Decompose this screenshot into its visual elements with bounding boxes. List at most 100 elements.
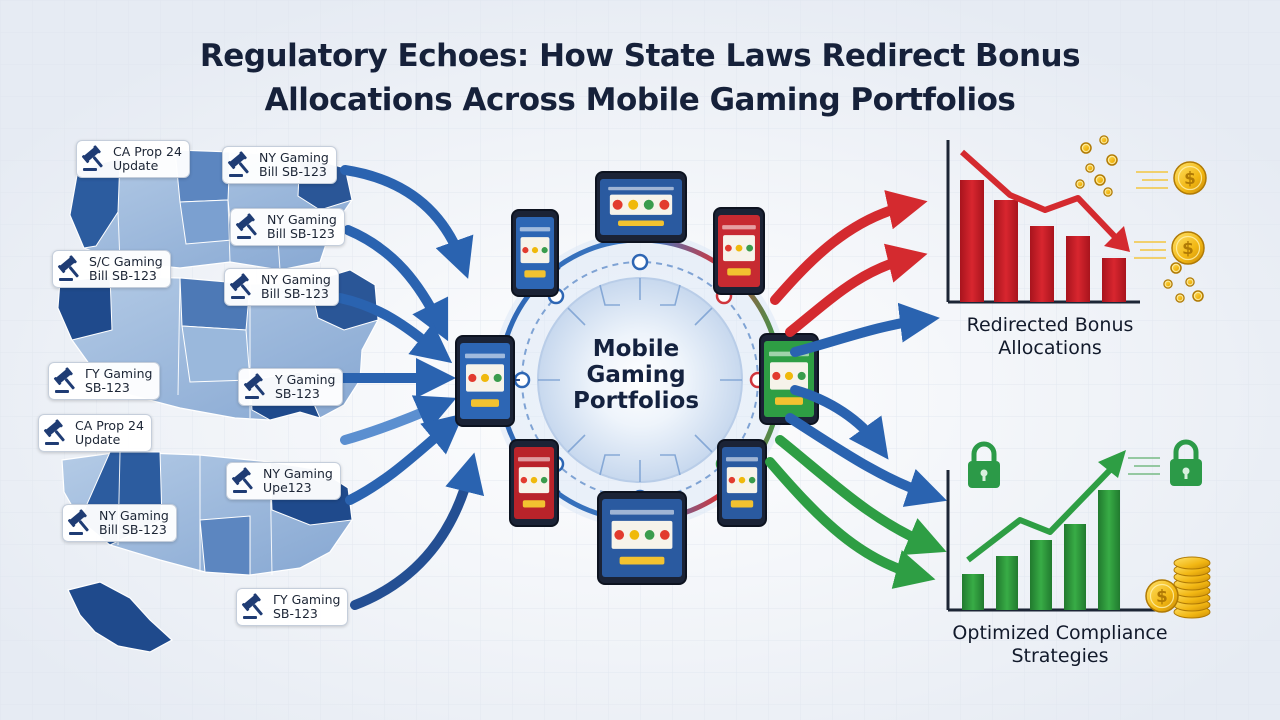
law-label-line-2: Update	[75, 432, 121, 447]
law-label-line-2: Update	[113, 158, 159, 173]
outbound-arrow-red-1	[770, 190, 928, 305]
law-label-line-2: Bill SB-123	[99, 522, 167, 537]
outbound-arrow-blue-1	[790, 302, 940, 357]
phone-device	[511, 209, 559, 297]
law-label-line-1: NY Gaming	[99, 508, 169, 523]
redirected-allocations-label: Redirected Bonus Allocations	[935, 314, 1165, 360]
phone-device	[759, 333, 819, 425]
gavel-icon	[57, 255, 85, 283]
phone-group	[455, 171, 819, 585]
phone-header-bar	[518, 457, 550, 462]
redirected-label-line-1: Redirected Bonus	[966, 314, 1134, 336]
coin-icon	[1170, 262, 1182, 274]
outbound-arrow-green-1	[775, 435, 947, 555]
speed-lines	[1128, 457, 1160, 475]
coin-icon	[1094, 174, 1106, 186]
red-bar	[1102, 258, 1126, 302]
law-label-line-1: ΓY Gaming	[273, 592, 341, 607]
gavel-icon	[43, 419, 71, 447]
coin-icon	[1175, 293, 1185, 303]
title-line-2: Allocations Across Mobile Gaming Portfol…	[264, 82, 1016, 118]
law-label-line-1: CA Prop 24	[75, 418, 144, 433]
red-bar	[960, 180, 984, 302]
phone-header-bar	[726, 457, 758, 462]
law-label-line-1: CA Prop 24	[113, 144, 182, 159]
phone-header-bar	[608, 186, 674, 191]
coin-icon	[1080, 142, 1092, 154]
svg-text:$: $	[1156, 586, 1168, 606]
slot-machine-icon	[466, 364, 504, 392]
coin-icon	[1106, 154, 1118, 166]
inbound-arrow-3	[335, 293, 453, 364]
red-trend-arrow	[959, 149, 1121, 243]
phone-spin-button	[775, 397, 803, 405]
phone-device	[455, 335, 515, 427]
slot-machine-icon	[726, 467, 758, 494]
coin-icon	[1192, 290, 1204, 302]
gavel-icon	[67, 509, 95, 537]
phone-device	[509, 439, 559, 527]
phone-device	[597, 491, 687, 585]
optimized-strategies-label: Optimized Compliance Strategies	[925, 622, 1195, 668]
optimized-compliance-chart	[946, 450, 1160, 612]
law-label-line-2: Bill SB-123	[89, 268, 157, 283]
map-alaska	[67, 581, 174, 653]
title-line-1: Regulatory Echoes: How State Laws Redire…	[199, 38, 1081, 74]
gavel-icon	[241, 593, 269, 621]
law-label-line-1: Y Gaming	[275, 372, 336, 387]
green-trend-arrow	[966, 467, 1113, 563]
hub-label-line-2: Gaming	[586, 362, 686, 388]
gavel-icon	[235, 213, 263, 241]
red-bars	[960, 180, 1126, 302]
green-bar	[1098, 490, 1120, 610]
coin-icon	[1085, 163, 1095, 173]
green-bar	[996, 556, 1018, 610]
outbound-arrow-red-2	[785, 243, 928, 337]
lock-icon	[968, 441, 1000, 488]
green-bar	[1030, 540, 1052, 610]
speed-lines	[1134, 171, 1168, 259]
gavel-icon	[243, 373, 271, 401]
map-state-central	[179, 199, 233, 245]
inbound-arrow-1	[340, 165, 474, 279]
phone-spin-button	[727, 268, 751, 276]
slot-machine-icon	[770, 362, 808, 390]
coin-icon	[1099, 135, 1109, 145]
inbound-arrow-7	[350, 452, 485, 610]
law-label-line-2: SB-123	[85, 380, 130, 395]
inbound-arrow-6	[345, 413, 464, 505]
slot-machine-icon	[723, 235, 755, 262]
page-title: Regulatory Echoes: How State Laws Redire…	[0, 34, 1280, 122]
coin-icon: $	[1171, 231, 1205, 265]
hub-label-line-3: Portfolios	[572, 388, 700, 414]
green-bar	[1064, 524, 1086, 610]
law-label-line-1: NY Gaming	[267, 212, 337, 227]
coin-icon	[1075, 179, 1085, 189]
gavel-icon	[229, 273, 257, 301]
phone-header-bar	[465, 353, 505, 359]
green-bar	[962, 574, 984, 610]
outbound-arrow-green-2	[765, 457, 936, 589]
coin-group: $$$	[1075, 135, 1211, 619]
slot-machine-icon	[520, 237, 550, 264]
gavel-icon	[53, 367, 81, 395]
phone-device	[595, 171, 687, 243]
coin-icon	[1103, 187, 1113, 197]
green-trend-arrow-head	[1098, 450, 1126, 478]
hub-label: Mobile Gaming Portfolios	[556, 336, 716, 414]
law-label-line-1: S/C Gaming	[89, 254, 163, 269]
law-label-line-2: Upe123	[263, 480, 312, 495]
coin-icon	[1185, 277, 1195, 287]
law-label-line-2: Bill SB-123	[261, 286, 329, 301]
slot-machine-icon	[609, 194, 673, 215]
redirected-label-line-2: Allocations	[998, 337, 1102, 359]
gavel-icon	[227, 151, 255, 179]
green-bars	[962, 490, 1120, 610]
